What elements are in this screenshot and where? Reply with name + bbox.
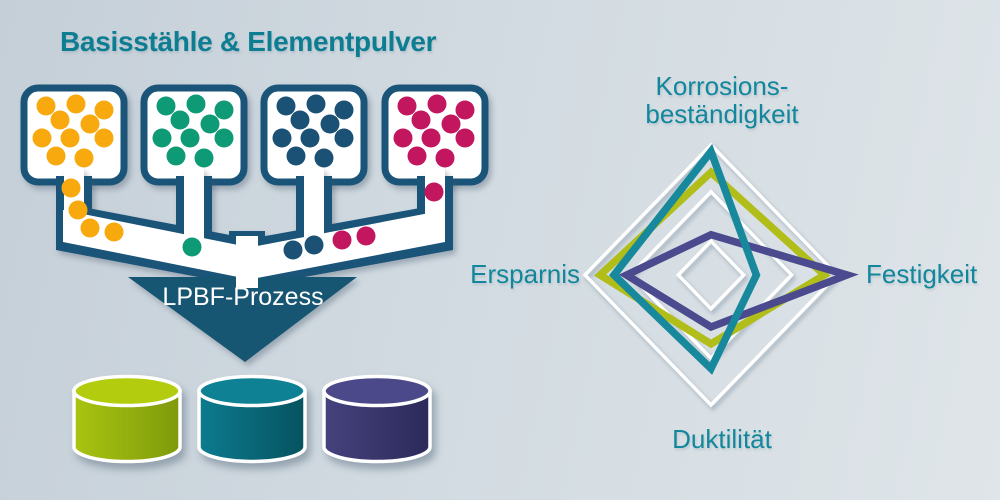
powder-dot: [214, 100, 234, 120]
powder-dot: [80, 218, 100, 238]
powder-dot: [411, 110, 431, 130]
radar-series: [593, 143, 859, 375]
cylinder-navy: [322, 374, 432, 464]
powder-dot: [200, 114, 220, 134]
powder-dot: [94, 100, 114, 120]
radar-grid-ring: [627, 189, 795, 361]
container-dots: [32, 94, 475, 168]
powder-dot: [435, 148, 455, 168]
powder-dot: [407, 146, 427, 166]
powder-dot: [332, 230, 352, 250]
powder-dot: [74, 148, 94, 168]
powder-dot: [194, 148, 214, 168]
powder-dot: [46, 146, 66, 166]
powder-dot: [334, 128, 354, 148]
powder-dot: [455, 100, 475, 120]
powder-dot: [94, 128, 114, 148]
radar-grid-ring: [675, 238, 747, 312]
powder-dot: [66, 94, 86, 114]
radar-axis-label-ersparnis: Ersparnis: [470, 259, 580, 289]
funnel-process-label: LPBF-Prozess: [162, 283, 324, 311]
powder-dot: [290, 110, 310, 130]
powder-dot: [104, 222, 124, 242]
powder-dot: [306, 94, 326, 114]
powder-dot: [424, 182, 444, 202]
powder-dot: [427, 94, 447, 114]
diagram-title: Basisstähle & Elementpulver: [60, 26, 437, 57]
powder-dot: [36, 96, 56, 116]
radar-axis-label-festigkeit: Festigkeit: [866, 259, 978, 289]
series-teal: [608, 143, 761, 375]
powder-dot: [60, 128, 80, 148]
powder-dot: [50, 110, 70, 130]
powder-dot: [186, 94, 206, 114]
powder-dot: [156, 96, 176, 116]
powder-dot: [276, 96, 296, 116]
powder-dot: [286, 146, 306, 166]
powder-dot: [180, 128, 200, 148]
powder-dot: [320, 114, 340, 134]
pipe-network: [56, 168, 453, 362]
radar-grid-ring: [582, 142, 840, 408]
funnel-arrow: [128, 277, 357, 362]
radar-axis-label-korrosionsbestaendigkeit: Korrosions- beständigkeit: [645, 71, 799, 129]
powder-dot: [32, 128, 52, 148]
powder-dot: [300, 128, 320, 148]
powder-dot: [272, 128, 292, 148]
powder-dot: [441, 114, 461, 134]
powder-dot: [334, 100, 354, 120]
powder-dot: [356, 226, 376, 246]
powder-dot: [304, 235, 324, 255]
powder-dot: [61, 178, 81, 198]
powder-dot: [166, 146, 186, 166]
powder-dot: [214, 128, 234, 148]
pipe-dots: [61, 178, 444, 260]
powder-dot: [170, 110, 190, 130]
powder-dot: [393, 128, 413, 148]
powder-dot: [68, 200, 88, 220]
radar-axis-label-duktilitaet: Duktilität: [672, 424, 772, 454]
cylinder-teal: [197, 374, 307, 464]
output-cylinders: [72, 374, 432, 464]
cylinder-lime: [72, 374, 182, 464]
radar-chart: [582, 142, 859, 408]
series-navy: [618, 230, 859, 332]
powder-dot: [152, 128, 172, 148]
powder-dot: [455, 128, 475, 148]
powder-containers: [20, 84, 489, 186]
powder-dot: [80, 114, 100, 134]
powder-dot: [283, 240, 303, 260]
powder-dot: [314, 148, 334, 168]
powder-dot: [182, 237, 202, 257]
powder-dot: [421, 128, 441, 148]
powder-dot: [397, 96, 417, 116]
